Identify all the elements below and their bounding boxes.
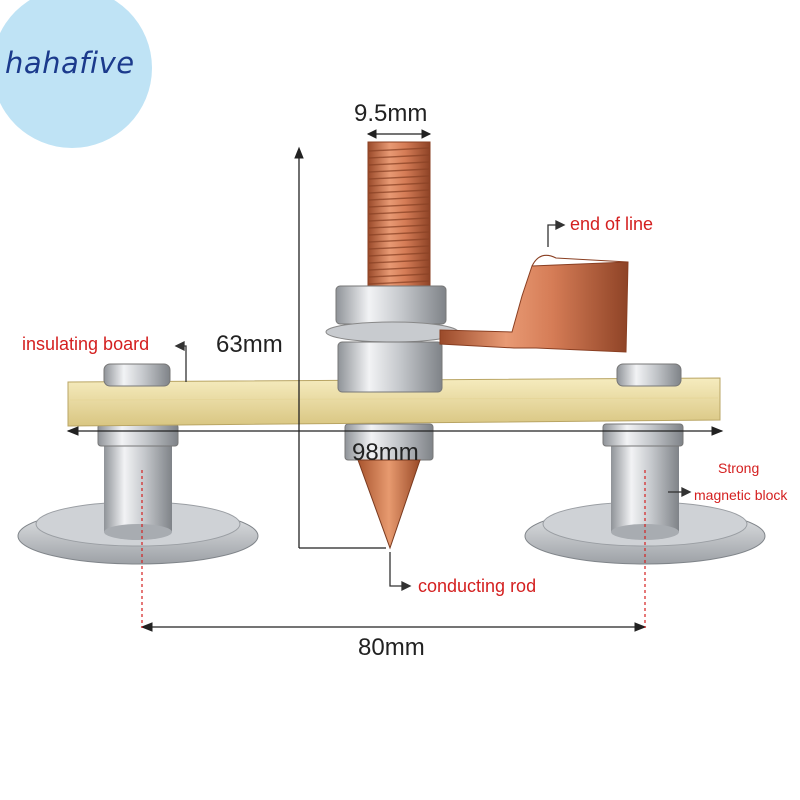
thread-line: [368, 245, 430, 250]
thread-line: [368, 168, 430, 173]
left-magnet-base: [17, 423, 259, 565]
board-length-label: 98mm: [352, 439, 419, 466]
conducting-rod-label: conducting rod: [418, 576, 537, 596]
thread-line: [368, 259, 430, 264]
line-lug: [439, 254, 629, 353]
left-board-bolt: [103, 363, 171, 387]
watermark-text: hahafive: [5, 46, 135, 80]
thread-line: [368, 210, 430, 215]
magnet-spacing-label: 80mm: [358, 634, 425, 661]
thread-diameter-label: 9.5mm: [354, 100, 428, 127]
callout-leaders: [174, 219, 692, 592]
right-board-bolt: [616, 363, 682, 387]
upper-nut: [335, 285, 447, 325]
conducting-rod-tip: [357, 459, 421, 550]
thread-line: [368, 154, 430, 159]
thread-line: [368, 189, 430, 194]
thread-line: [368, 280, 430, 285]
thread-line: [368, 273, 430, 278]
thread-line: [368, 238, 430, 243]
thread-line: [368, 266, 430, 271]
dimension-lines: [66, 129, 724, 632]
end-of-line-label: end of line: [570, 214, 654, 234]
thread-line: [368, 196, 430, 201]
insulating-board-label: insulating board: [22, 334, 150, 354]
thread-line: [368, 161, 430, 166]
thread-line: [368, 175, 430, 180]
thread-line: [368, 252, 430, 257]
center-guides: [141, 470, 646, 628]
insulating-board: [67, 377, 721, 427]
watermark-circle: hahafive: [0, 0, 152, 148]
threaded-stud: [367, 141, 431, 298]
middle-nut: [337, 341, 443, 393]
magnetic-block-label-line1: Strong: [718, 460, 760, 476]
thread-line: [368, 217, 430, 222]
thread-line: [368, 231, 430, 236]
thread-line: [368, 182, 430, 187]
magnetic-block-label-line2: magnetic block: [694, 487, 788, 503]
upper-washer: [325, 321, 459, 343]
thread-line: [368, 203, 430, 208]
thread-line: [368, 224, 430, 229]
height-label: 63mm: [216, 331, 283, 358]
thread-line: [368, 147, 430, 152]
